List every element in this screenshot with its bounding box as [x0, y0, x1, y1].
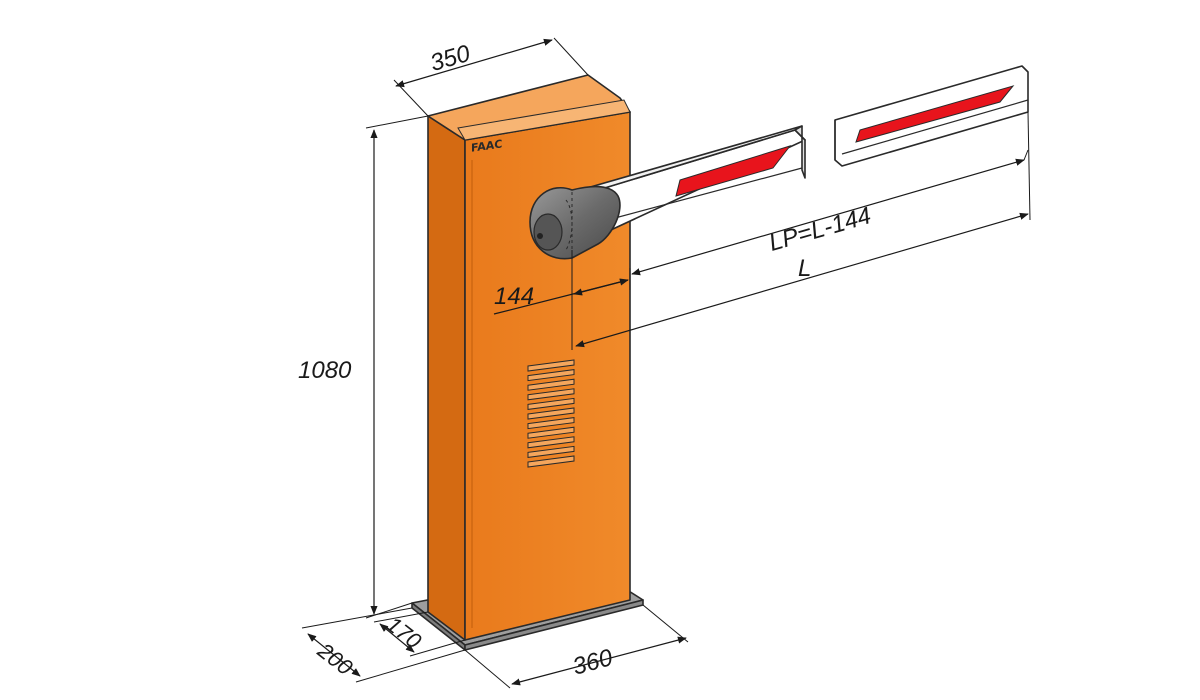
louver-slat — [527, 445, 575, 458]
louver-slat — [527, 359, 575, 372]
brand-logo: FAAC — [471, 137, 502, 154]
logo-text: FAAC — [471, 137, 502, 154]
dim-width-top: 350 — [427, 40, 474, 77]
louver-slat — [527, 455, 575, 468]
louver-slat — [527, 436, 575, 449]
dim-height: 1080 — [298, 357, 352, 384]
dim-useful-length: LP=L-144 — [766, 202, 874, 257]
dim-boom-length: L — [798, 255, 811, 282]
louver-slat — [527, 388, 575, 401]
ventilation-grille — [527, 359, 575, 468]
louver-slat — [527, 407, 575, 420]
louver-slat — [527, 417, 575, 430]
louver-slat — [527, 426, 575, 439]
dim-base-width: 360 — [570, 644, 616, 681]
dim-base-inner: 170 — [382, 611, 427, 654]
cabinet: FAAC — [427, 74, 631, 641]
louver-slat — [527, 378, 575, 391]
boom-stripe-far — [855, 85, 1015, 143]
louver-slat — [527, 369, 575, 382]
cabinet-side-face — [427, 115, 466, 641]
dim-offset: 144 — [494, 283, 534, 310]
boom-arm-far — [834, 65, 1029, 167]
cabinet-bevel — [457, 99, 631, 141]
louver-slat — [527, 397, 575, 410]
